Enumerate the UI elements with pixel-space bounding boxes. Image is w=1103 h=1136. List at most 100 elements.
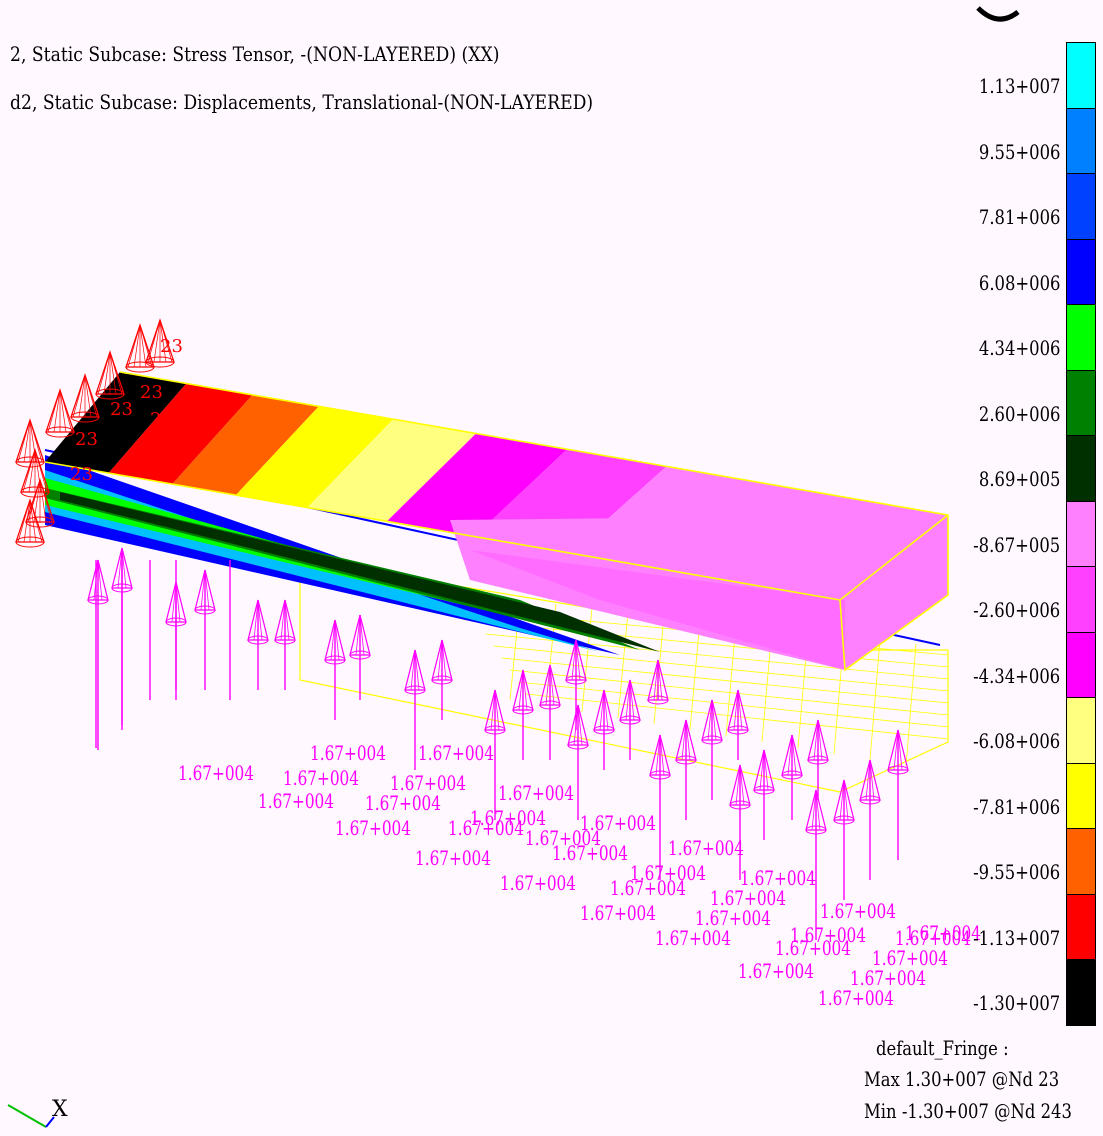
load-arrow-head — [355, 614, 361, 656]
constraint-cone — [39, 479, 53, 523]
load-arrow-head — [194, 569, 216, 611]
legend-tick-label: 9.55+006 — [978, 139, 1060, 164]
load-arrow-head — [87, 559, 109, 601]
load-value-label: 1.67+004 — [740, 866, 816, 890]
load-arrow-head — [647, 695, 669, 705]
legend-swatch — [1066, 697, 1096, 764]
arc-fragment-icon — [976, 6, 1020, 22]
load-arrow-head — [522, 669, 528, 711]
load-arrow-head — [324, 619, 346, 661]
load-arrow-head — [257, 599, 263, 641]
constraint-cone — [153, 319, 161, 363]
legend-swatch — [1066, 304, 1096, 371]
load-arrow-head — [733, 689, 739, 731]
legend-swatch — [1066, 959, 1096, 1026]
constraint-cone — [72, 374, 86, 418]
constraint-cone — [47, 389, 61, 433]
load-arrow-head — [675, 719, 697, 761]
constraint-cone — [97, 351, 111, 395]
node-label: 23 — [160, 336, 183, 357]
load-value-label: 1.67+004 — [498, 781, 574, 805]
load-value-label: 1.67+004 — [335, 816, 411, 840]
load-arrow-head — [404, 685, 426, 695]
load-value-label: 1.67+004 — [775, 936, 851, 960]
legend-tick-label: -1.30+007 — [972, 991, 1060, 1015]
load-arrow-head — [599, 689, 605, 731]
load-value-label: 1.67+004 — [872, 946, 948, 970]
load-arrow-head — [675, 755, 697, 765]
load-arrow-head — [484, 725, 506, 735]
load-arrow-head — [707, 699, 713, 741]
load-value-label: 1.67+004 — [895, 926, 971, 950]
load-arrow-head — [87, 595, 109, 605]
legend-swatch — [1066, 173, 1096, 240]
mesh-line — [617, 611, 629, 719]
load-arrow-head — [887, 729, 909, 771]
legend-tick-label: 4.34+006 — [978, 336, 1060, 360]
load-arrow-head — [817, 719, 823, 761]
load-value-label: 1.67+004 — [258, 789, 334, 813]
constraint-cone — [29, 499, 43, 543]
fringe-min: Min -1.30+007 @Nd 243 — [864, 1099, 1072, 1123]
constraint-cone — [84, 374, 92, 418]
load-arrow-head — [97, 559, 103, 601]
load-arrow-head — [573, 704, 579, 746]
load-value-label: 1.67+004 — [310, 741, 386, 765]
load-arrow-head — [330, 619, 336, 661]
stress-band — [45, 372, 187, 474]
load-arrow-head — [565, 639, 587, 681]
load-arrow-head — [625, 679, 631, 721]
load-value-label: 1.67+004 — [655, 926, 731, 950]
load-arrow-head — [843, 779, 849, 821]
node-label: 23 — [140, 382, 163, 403]
legend-tick-label: -2.60+006 — [972, 598, 1060, 622]
fringe-name: default_Fringe : — [876, 1036, 1009, 1060]
legend-tick-label: -9.55+006 — [972, 860, 1060, 884]
legend-tick-label: 2.60+006 — [978, 401, 1060, 426]
load-value-label: 1.67+004 — [470, 806, 546, 830]
constraint-cone — [109, 351, 117, 395]
load-arrow-head — [657, 659, 663, 701]
load-value-label: 1.67+004 — [790, 923, 866, 947]
load-arrow-head — [431, 639, 453, 681]
stress-band — [307, 419, 477, 522]
load-arrow-head — [512, 705, 534, 715]
load-arrow-head — [839, 779, 845, 821]
node-label: 23 — [110, 399, 133, 420]
load-arrow-head — [833, 779, 855, 821]
load-arrow-head — [518, 669, 524, 711]
load-arrow-head — [274, 635, 296, 645]
load-value-label: 1.67+004 — [630, 861, 706, 885]
load-value-label: 1.67+004 — [738, 959, 814, 983]
load-arrow-head — [727, 725, 749, 735]
load-arrow-head — [811, 789, 817, 831]
load-arrow-head — [833, 815, 855, 825]
legend-tick-label: 1.13+007 — [978, 74, 1060, 98]
load-arrow-head — [753, 785, 775, 795]
load-arrow-head — [701, 699, 723, 741]
load-arrow-head — [404, 649, 426, 691]
load-arrow-head — [567, 704, 589, 746]
load-arrow-head — [701, 735, 723, 745]
legend-swatch — [1066, 631, 1096, 698]
load-value-label: 1.67+004 — [552, 841, 628, 865]
load-arrow-head — [619, 715, 641, 725]
load-arrow-head — [410, 649, 416, 691]
load-arrow-head — [575, 639, 581, 681]
constraint-cone — [39, 479, 47, 523]
legend-swatch — [1066, 762, 1096, 829]
result-title-stress: 2, Static Subcase: Stress Tensor, -(NON-… — [10, 42, 500, 66]
load-value-label: 1.67+004 — [500, 871, 576, 895]
load-arrow-head — [629, 679, 635, 721]
constraint-cone — [84, 374, 98, 418]
mesh-line — [477, 621, 949, 668]
load-arrow-head — [253, 599, 259, 641]
stress-band — [172, 394, 319, 496]
load-arrow-head — [711, 699, 717, 741]
load-arrow-head — [653, 659, 659, 701]
legend-swatch — [1066, 42, 1096, 109]
axis-triad-icon — [7, 1104, 55, 1128]
constraint-cone — [29, 419, 43, 463]
